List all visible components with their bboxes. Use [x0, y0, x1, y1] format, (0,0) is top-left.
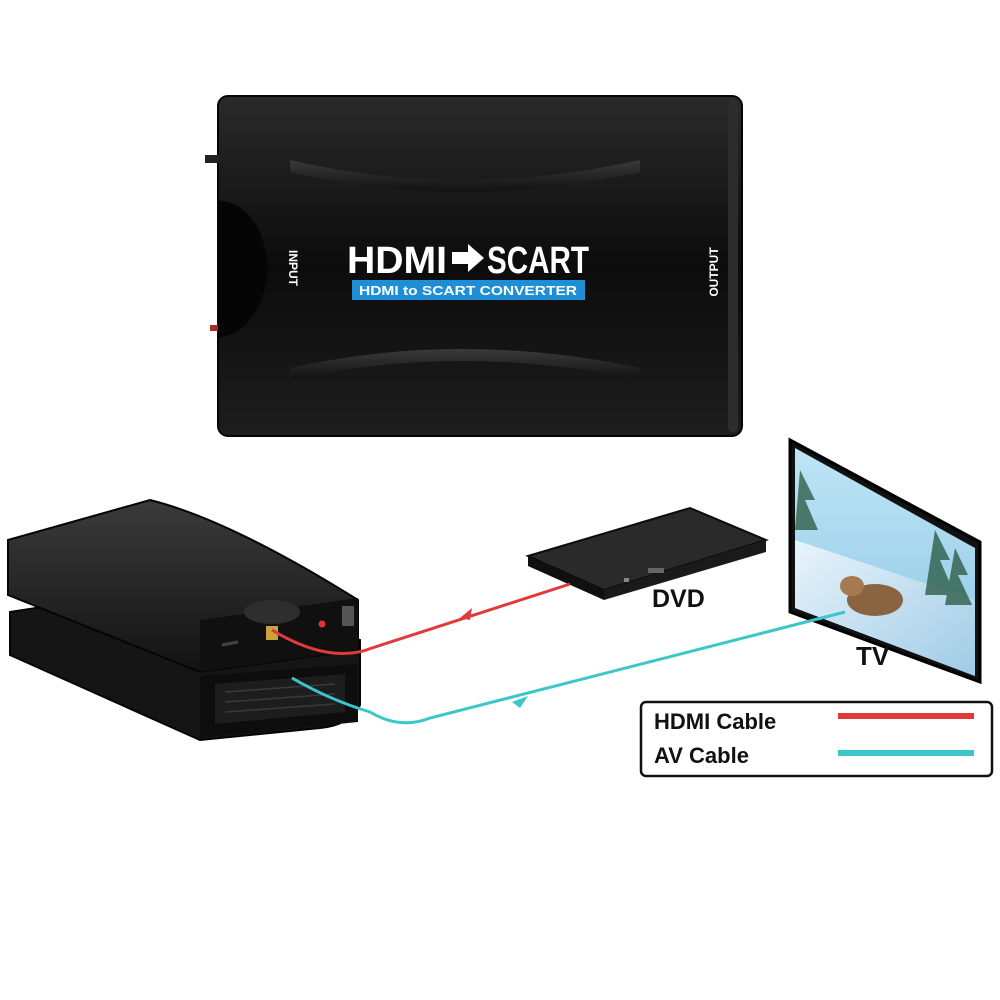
- legend-hdmi-swatch: [838, 713, 974, 719]
- input-port-label: INPUT: [286, 250, 300, 287]
- hdmi-flow-arrow-icon: [460, 608, 472, 620]
- power-led: [318, 620, 326, 628]
- converter-title: HDMI SCART: [347, 240, 589, 282]
- top-ridge: [290, 160, 640, 192]
- dvd-slot: [648, 568, 664, 573]
- arrow-right-icon: [452, 244, 484, 272]
- cable-legend: HDMI Cable AV Cable: [639, 700, 994, 778]
- hdmi-cable: [271, 582, 571, 655]
- dvd-player: [525, 506, 769, 600]
- led-indicator: [210, 325, 218, 331]
- title-scart: SCART: [487, 240, 589, 282]
- hdmi-port-recess: [244, 600, 300, 624]
- bottom-ridge: [290, 349, 640, 380]
- converter-box: [205, 95, 743, 437]
- tv-label: TV: [856, 641, 890, 671]
- av-cable: [291, 610, 846, 725]
- tv-screen: [788, 437, 982, 685]
- legend-av-label: AV Cable: [654, 743, 749, 768]
- legend-hdmi-label: HDMI Cable: [654, 709, 776, 734]
- hdmi-port: [266, 626, 278, 640]
- dvd-label: DVD: [652, 585, 705, 613]
- output-port-label: OUTPUT: [707, 247, 721, 297]
- subtitle-text: HDMI to SCART CONVERTER: [359, 283, 578, 298]
- usb-port: [342, 606, 354, 626]
- title-hdmi: HDMI: [347, 240, 447, 282]
- converter-stack: [7, 498, 361, 742]
- side-button: [205, 155, 219, 163]
- legend-av-swatch: [838, 750, 974, 756]
- scart-port: [215, 674, 345, 724]
- av-flow-arrow-icon: [512, 696, 528, 708]
- subtitle-badge: [352, 280, 585, 300]
